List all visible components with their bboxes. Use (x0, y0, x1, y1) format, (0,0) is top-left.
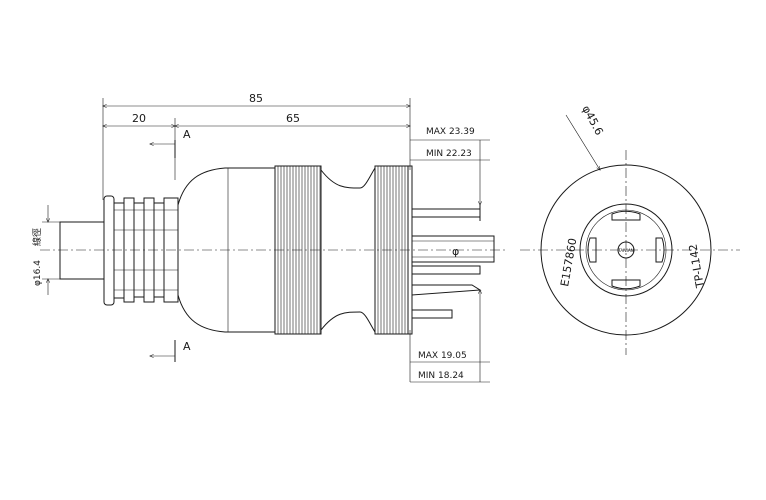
face-left-text: E157860 (558, 237, 579, 287)
grip-ridges-1 (277, 166, 321, 334)
svg-text:A: A (183, 128, 191, 141)
face-slots (587, 210, 665, 290)
center-mark-label: TAIWAN (617, 248, 634, 253)
face-diameter-dimension: φ45.6 (565, 103, 606, 170)
grip-ridges-2 (377, 166, 406, 334)
segment-dimensions: 20 65 (103, 112, 410, 126)
lower-min-label: MIN 18.24 (418, 371, 464, 381)
overall-length-dimension: 85 (103, 92, 410, 106)
left-length-label: 20 (132, 112, 146, 125)
face-outer-circle (540, 164, 712, 336)
plug-blades: φ (411, 205, 495, 319)
lower-tolerance-dimension: MAX 19.05 MIN 18.24 (410, 290, 490, 383)
cable-diameter-label: φ16.4 (33, 260, 43, 286)
overall-length-label: 85 (249, 92, 263, 105)
upper-max-label: MAX 23.39 (426, 127, 475, 137)
svg-text:A: A (183, 340, 191, 353)
face-inner-circle (579, 203, 673, 297)
blade-symbol: φ (452, 245, 459, 258)
plug-body (177, 165, 413, 335)
face-diameter-label: φ45.6 (579, 103, 605, 137)
upper-tolerance-dimension: MAX 23.39 MIN 22.23 (410, 127, 490, 205)
upper-min-label: MIN 22.23 (426, 149, 472, 159)
cable-note-label: 線徑 (31, 228, 43, 246)
section-mark-bottom: A (150, 340, 191, 362)
section-mark-top: A (150, 128, 191, 158)
lower-max-label: MAX 19.05 (418, 351, 467, 361)
side-view: 85 20 65 A A φ16.4 (31, 92, 505, 383)
right-length-label: 65 (286, 112, 300, 125)
front-view: TAIWAN E157860 TP-L142 φ45.6 (520, 103, 740, 355)
strain-relief (103, 195, 179, 306)
cable: φ16.4 線徑 (31, 205, 105, 295)
